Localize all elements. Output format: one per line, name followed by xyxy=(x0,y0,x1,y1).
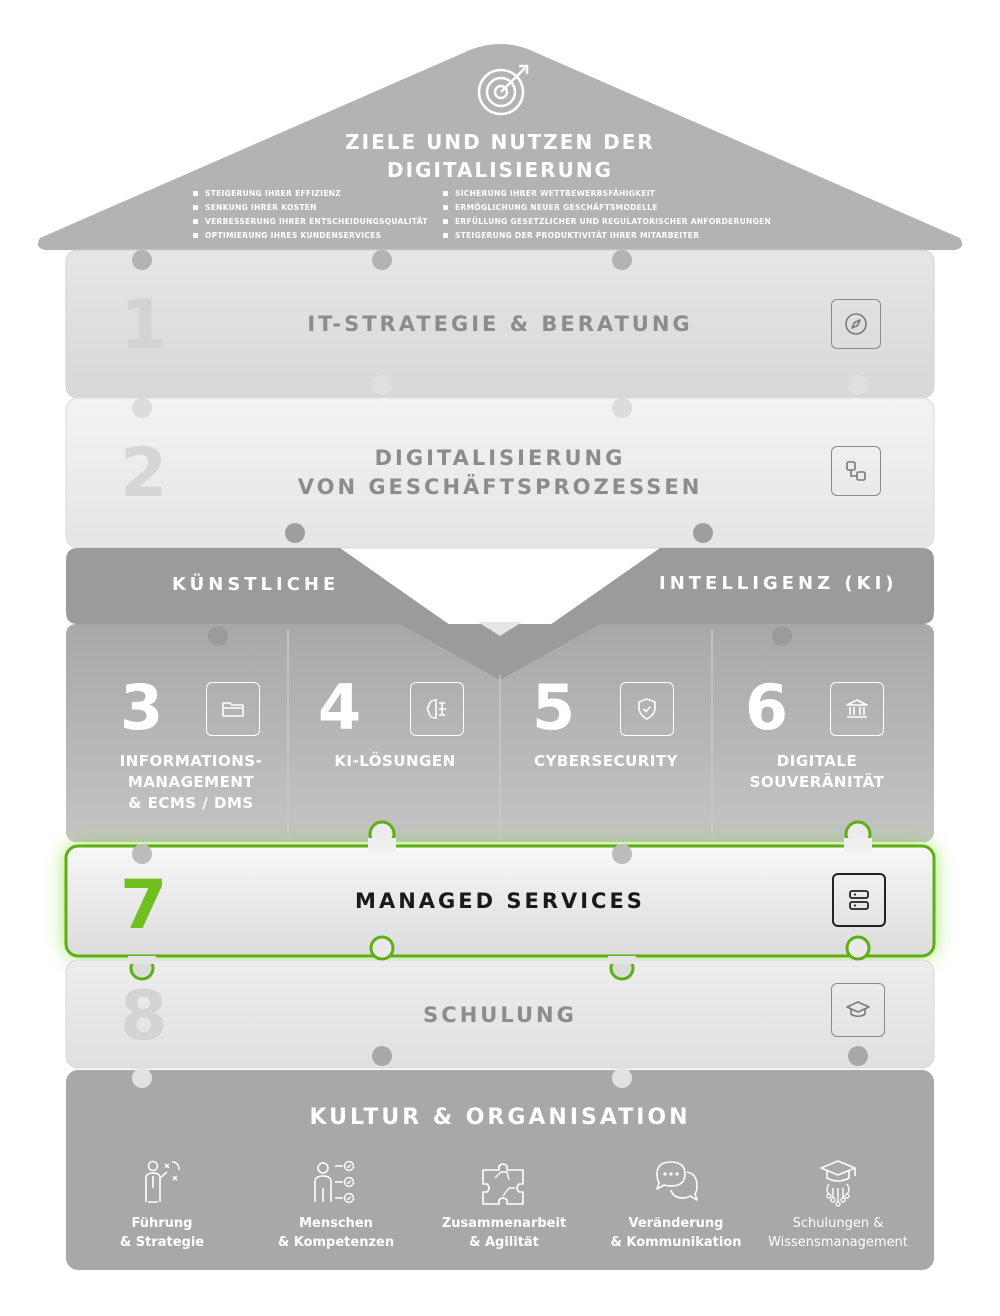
kultur-item-label: Wissensmanagement xyxy=(768,1235,908,1250)
kultur-title: KULTUR & ORGANISATION xyxy=(309,1105,691,1130)
layer-1-title[interactable]: IT-STRATEGIE & BERATUNG xyxy=(307,312,693,336)
kultur-item-zusammenarbeit[interactable]: Zusammenarbeit & Agilität xyxy=(426,1158,582,1252)
chat-bubbles-icon xyxy=(598,1158,754,1208)
roof-title-line2: DIGITALISIERUNG xyxy=(387,158,613,182)
graduation-cap-icon[interactable] xyxy=(831,983,885,1037)
compass-icon[interactable] xyxy=(831,299,881,349)
anwendungen-line1: ANWENDUNGEN xyxy=(432,574,568,589)
pillar-5-label-line: CYBERSECURITY xyxy=(533,752,679,770)
pillar-4-label-line: KI-LÖSUNGEN xyxy=(334,752,456,770)
bullet-item: Steigerung Ihrer Effizienz xyxy=(193,187,428,201)
pillar-4-number: 4 xyxy=(318,671,362,744)
roof-shape xyxy=(37,44,963,250)
puzzle-hands-icon xyxy=(426,1158,582,1208)
layer-7-shape xyxy=(64,844,936,958)
folder-icon[interactable] xyxy=(206,682,260,736)
kultur-item-label: Zusammenarbeit xyxy=(441,1216,567,1231)
roof-bullets-right: Sicherung Ihrer Wettbewerbsfähigkeit Erm… xyxy=(443,187,771,243)
pillar-3-label-line: MANAGEMENT xyxy=(127,773,255,791)
layer-2-shape xyxy=(65,397,935,549)
kultur-item-label: Menschen xyxy=(299,1216,373,1231)
pillar-6-label-line: DIGITALE xyxy=(776,752,858,770)
target-icon xyxy=(475,62,531,118)
roof-title-line1: ZIELE UND NUTZEN DER xyxy=(345,130,655,154)
kultur-item-label: & Agilität xyxy=(469,1235,539,1250)
ki-band-shape xyxy=(66,548,934,660)
kultur-item-label: & Kommunikation xyxy=(610,1235,742,1250)
layer-8-shape xyxy=(65,959,935,1069)
server-icon[interactable] xyxy=(832,873,886,927)
pillar-3-number: 3 xyxy=(120,671,164,744)
bullet-item: Erfüllung gesetzlicher und regulatorisch… xyxy=(443,215,771,229)
ai-brain-icon[interactable] xyxy=(410,682,464,736)
layer-7-number: 7 xyxy=(120,866,168,945)
kultur-item-label: Veränderung xyxy=(628,1216,724,1231)
pillar-4-label[interactable]: KI-LÖSUNGEN xyxy=(300,751,490,772)
kultur-item-label: Führung xyxy=(131,1216,193,1231)
process-icon[interactable] xyxy=(831,446,881,496)
roof-bullets-left: Steigerung Ihrer Effizienz Senkung Ihrer… xyxy=(193,187,428,243)
kultur-shape xyxy=(66,1070,934,1270)
bullet-item: Ermöglichung neuer Geschäftsmodelle xyxy=(443,201,771,215)
layer-2-title[interactable]: DIGITALISIERUNG VON GESCHÄFTSPROZESSEN xyxy=(248,444,752,502)
ki-left-label: KÜNSTLICHE xyxy=(172,574,340,595)
bullet-item: Senkung Ihrer Kosten xyxy=(193,201,428,215)
bullet-item: Steigerung der Produktivität Ihrer Mitar… xyxy=(443,229,771,243)
layer-2-title-line2: VON GESCHÄFTSPROZESSEN xyxy=(297,475,703,499)
bullet-item: Verbesserung Ihrer Entscheidungsqualität xyxy=(193,215,428,229)
kultur-item-label: & Kompetenzen xyxy=(277,1235,395,1250)
kultur-item-label: & Strategie xyxy=(119,1235,205,1250)
layer-1-number: 1 xyxy=(120,286,168,365)
graduation-network-icon xyxy=(760,1158,916,1208)
pillar-3-label-line: & ECMS / DMS xyxy=(128,794,254,812)
shield-check-icon[interactable] xyxy=(620,682,674,736)
pillar-3-label-line: INFORMATIONS- xyxy=(119,752,263,770)
kultur-item-schulungen[interactable]: Schulungen & Wissensmanagement xyxy=(760,1158,916,1252)
anwendungen-line2: & SOFTWARE xyxy=(444,593,556,608)
pillar-3-label[interactable]: INFORMATIONS- MANAGEMENT & ECMS / DMS xyxy=(96,751,286,814)
bullet-item: Sicherung Ihrer Wettbewerbsfähigkeit xyxy=(443,187,771,201)
layer-7-title[interactable]: MANAGED SERVICES xyxy=(355,889,645,913)
pillar-6-label-line: SOUVERÄNITÄT xyxy=(749,773,885,791)
kultur-item-fuehrung[interactable]: Führung & Strategie xyxy=(84,1158,240,1252)
layer-8-title[interactable]: SCHULUNG xyxy=(423,1003,577,1027)
bank-icon[interactable] xyxy=(830,682,884,736)
roof-title: ZIELE UND NUTZEN DER DIGITALISIERUNG xyxy=(300,128,700,184)
strategy-person-icon xyxy=(84,1158,240,1208)
pillar-6-number: 6 xyxy=(745,671,789,744)
kultur-item-veraenderung[interactable]: Veränderung & Kommunikation xyxy=(598,1158,754,1252)
people-checklist-icon xyxy=(258,1158,414,1208)
layer-8-number: 8 xyxy=(120,977,168,1056)
pillar-5-number: 5 xyxy=(532,671,576,744)
ki-right-label: INTELLIGENZ (KI) xyxy=(659,573,898,594)
pillar-5-label[interactable]: CYBERSECURITY xyxy=(511,751,701,772)
kultur-item-menschen[interactable]: Menschen & Kompetenzen xyxy=(258,1158,414,1252)
bullet-item: Optimierung Ihres Kundenservices xyxy=(193,229,428,243)
kultur-item-label: Schulungen & xyxy=(792,1216,884,1231)
layer-2-title-line1: DIGITALISIERUNG xyxy=(374,446,626,470)
pillar-6-label[interactable]: DIGITALE SOUVERÄNITÄT xyxy=(722,751,912,793)
anwendungen-label: ANWENDUNGEN & SOFTWARE xyxy=(410,572,590,610)
layer-2-number: 2 xyxy=(120,434,168,513)
